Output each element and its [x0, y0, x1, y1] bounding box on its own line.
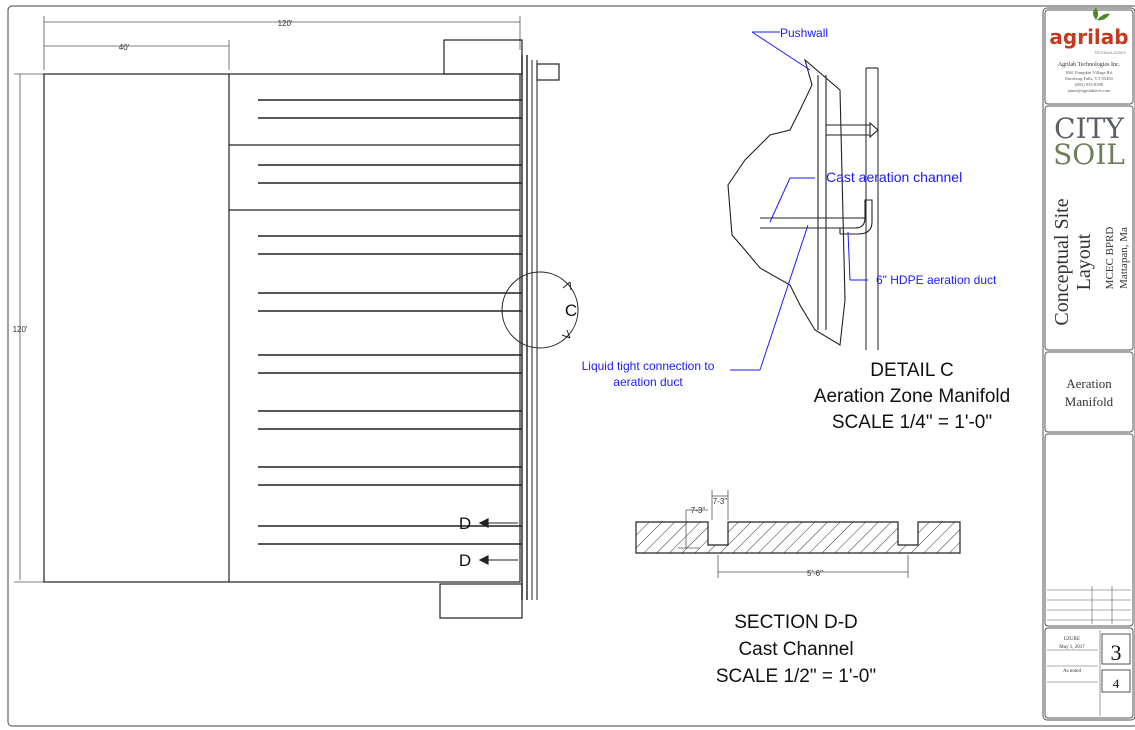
dim-span-label: 5'-6" — [807, 569, 823, 578]
sheet-number: 3 — [1111, 640, 1122, 665]
detail-c-scale: SCALE 1/4" = 1'-0" — [832, 412, 992, 433]
detail-c-leaders — [730, 31, 868, 371]
section-dd-title: SECTION D-D — [734, 612, 858, 633]
company-logo: agrilab — [1049, 25, 1128, 49]
company-email: jamie@agrilabtech.com — [1066, 88, 1111, 93]
pushwall-label: Pushwall — [780, 26, 828, 40]
drawn-by: EZURE — [1064, 637, 1080, 642]
connection-label-line2: aeration duct — [613, 375, 683, 389]
section-dd-subtitle: Cast Channel — [738, 639, 853, 660]
section-dd-drawing — [635, 490, 961, 578]
company-address-2: Enosburg Falls, VT 05450 — [1065, 76, 1113, 82]
detail-c-title: DETAIL C — [870, 360, 953, 381]
dim-width-label: 120' — [278, 19, 293, 28]
section-dd-scale: SCALE 1/2" = 1'-0" — [716, 666, 876, 687]
page-border — [7, 5, 1135, 727]
dim-width-small-label: 7-3" — [713, 497, 728, 506]
project-name-line2: Mattapan, Ma — [1118, 227, 1130, 289]
company-phone: (802) 933-8398 — [1075, 82, 1104, 87]
sheet-total: 4 — [1113, 676, 1120, 691]
plan-view — [14, 16, 579, 619]
drawing-date: May 1, 2017 — [1059, 645, 1085, 650]
cast-channel-label: Cast aeration channel — [826, 169, 962, 185]
dim-depth-label: 7-3" — [691, 506, 706, 515]
client-logo-city: CITY — [1054, 112, 1124, 145]
section-d-bottom-label: D — [459, 551, 471, 570]
dim-left-label: 40' — [119, 43, 130, 52]
title-block — [1042, 7, 1135, 721]
dim-height-label: 120' — [13, 325, 28, 334]
duct-label: 6" HDPE aeration duct — [876, 273, 997, 287]
client-logo-soil: SOIL — [1053, 138, 1125, 171]
connection-label-line1: Liquid tight connection to — [582, 359, 715, 373]
company-name: Agrilab Technologies Inc. — [1058, 62, 1121, 68]
detail-c-drawing — [727, 58, 879, 350]
logo-tagline: TECHNOLOGIES — [1094, 50, 1126, 55]
drawing-title-line1: Aeration — [1066, 376, 1112, 391]
sheet-title-line2: Layout — [1073, 233, 1095, 290]
section-d-top-label: D — [459, 514, 471, 533]
detail-c-subtitle: Aeration Zone Manifold — [814, 386, 1010, 407]
project-name-line1: MCEC BPRD — [1104, 227, 1116, 290]
company-address-1: 1061 Pumpkin Village Rd. — [1065, 70, 1113, 75]
sheet-title-line1: Conceptual Site — [1051, 198, 1073, 325]
drawing-title-line2: Manifold — [1065, 394, 1114, 409]
scale-value: As noted — [1063, 669, 1081, 674]
callout-c-label: C — [565, 301, 577, 320]
logo-leaf-icon — [1093, 8, 1110, 21]
